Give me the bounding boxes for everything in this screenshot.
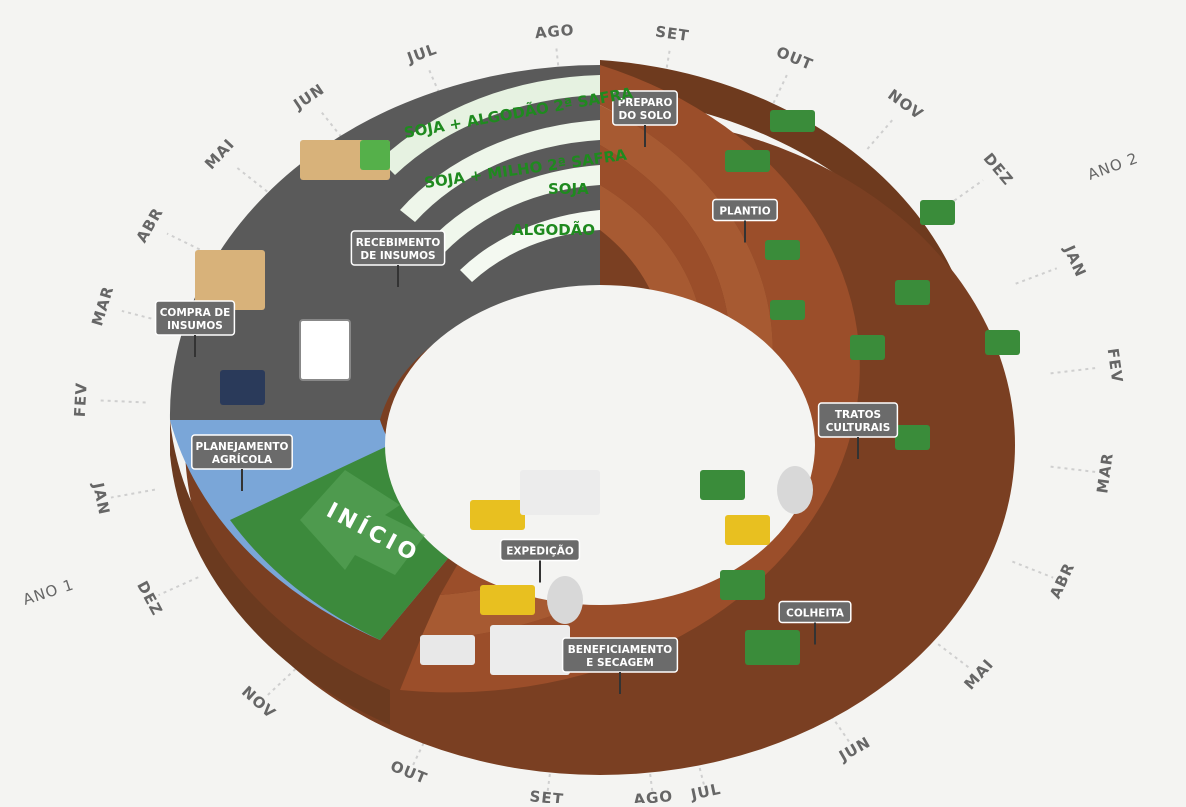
month-right-tick-3 [947, 179, 984, 206]
band-label-3: SOJA [548, 180, 589, 198]
center-hole [385, 285, 815, 605]
year-label-1: ANO 1 [21, 575, 77, 608]
year-label-2: ANO 2 [1085, 149, 1141, 184]
callout-expedicao: EXPEDIÇÃO [499, 538, 581, 583]
month-left-tick-9 [264, 668, 297, 698]
callout-compra-line-0: COMPRA DE [160, 307, 231, 319]
month-right-5: FEV [1104, 347, 1127, 384]
callout-preparo-line-0: PREPARO [618, 97, 673, 109]
crop-bands [380, 75, 600, 282]
callout-colheita-line-0: COLHEITA [786, 608, 845, 620]
month-right-tick-7 [1012, 560, 1054, 579]
callout-plantio: PLANTIO [712, 198, 778, 243]
month-right-2: NOV [884, 86, 927, 124]
month-left-1: JUL [404, 40, 440, 68]
month-left-10: OUT [388, 757, 430, 788]
callout-beneficiamento-line-1: E SECAGEM [586, 657, 654, 669]
month-left-12: AGO [633, 787, 674, 803]
month-left-4: ABR [132, 204, 166, 246]
month-left-tick-3 [233, 164, 268, 193]
month-right-6: MAR [1093, 451, 1117, 494]
callout-recebimento-line-1: DE INSUMOS [360, 250, 435, 262]
month-right-0: SET [654, 22, 690, 45]
callout-planejamento-line-0: PLANEJAMENTO [195, 441, 288, 453]
month-right-tick-8 [937, 643, 973, 671]
month-right-10: JUL [688, 780, 722, 803]
month-right-tick-4 [1015, 267, 1058, 285]
callout-recebimento-line-0: RECEBIMENTO [356, 237, 441, 249]
callout-tratos-line-0: TRATOS [835, 409, 881, 421]
band-label-4: ALGODÃO [512, 220, 595, 239]
month-right-8: MAI [961, 655, 998, 693]
callout-planejamento-line-1: AGRÍCOLA [212, 453, 273, 466]
month-right-1: OUT [774, 43, 816, 74]
month-left-8: DEZ [133, 578, 166, 619]
month-left-3: MAI [201, 135, 238, 173]
month-left-tick-7 [110, 488, 156, 499]
month-right-tick-6 [1050, 465, 1096, 473]
callout-preparo-line-1: DO SOLO [618, 110, 671, 122]
callout-compra-line-1: INSUMOS [167, 320, 223, 332]
month-left-2: JUN [290, 80, 329, 114]
month-right-4: JAN [1060, 242, 1090, 280]
month-left-9: NOV [238, 682, 279, 722]
month-left-7: JAN [89, 480, 114, 517]
month-right-7: ABR [1046, 560, 1078, 602]
month-left-5: MAR [88, 284, 117, 329]
callout-tratos-line-1: CULTURAIS [826, 422, 891, 434]
month-left-tick-4 [166, 232, 207, 254]
month-right-tick-2 [866, 117, 895, 150]
callout-beneficiamento-line-0: BENEFICIAMENTO [568, 644, 673, 656]
month-right-tick-5 [1050, 367, 1096, 375]
month-left-11: SET [529, 787, 565, 803]
month-left-6: FEV [71, 382, 91, 418]
callout-expedicao-line-0: EXPEDIÇÃO [506, 545, 574, 558]
month-left-0: AGO [534, 21, 575, 42]
callout-plantio-line-0: PLANTIO [719, 206, 770, 218]
month-left-tick-8 [158, 576, 199, 597]
month-right-3: DEZ [980, 149, 1017, 189]
callout-colheita: COLHEITA [778, 600, 852, 645]
machinery-and-crops [195, 110, 1020, 675]
month-right-9: JUN [835, 733, 874, 766]
month-left-tick-6 [100, 399, 146, 404]
